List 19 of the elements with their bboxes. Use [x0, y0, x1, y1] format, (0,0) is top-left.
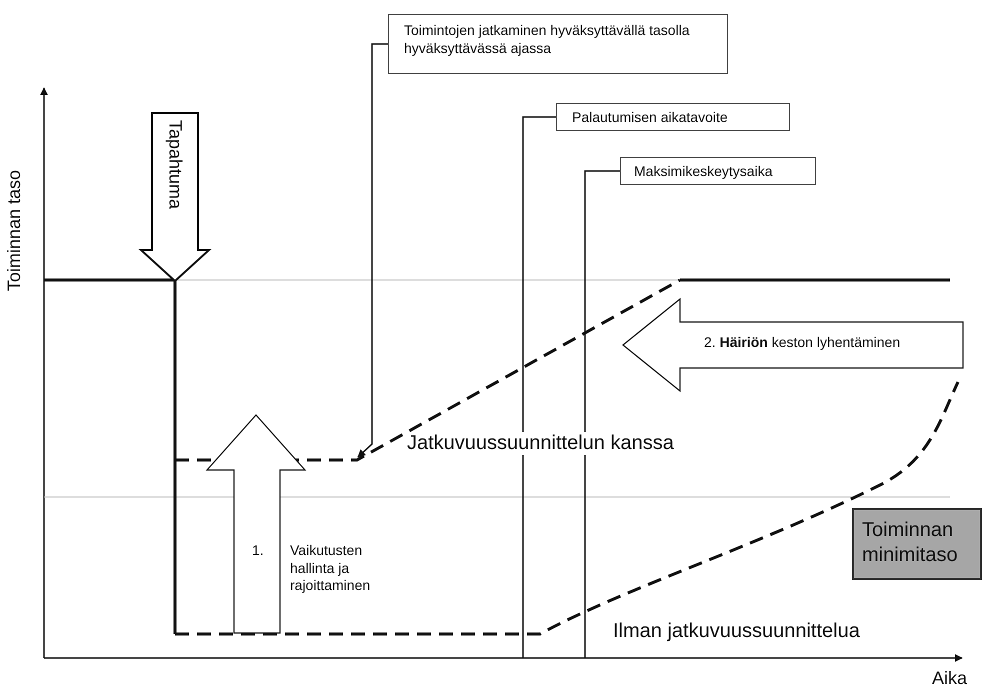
callout-box: [556, 103, 790, 131]
callout-box: [388, 14, 728, 74]
node-text: Maksimikeskeytysaika: [634, 163, 774, 180]
callout-box: [620, 157, 816, 185]
curve-label: Jatkuvuussuunnittelun kanssa: [405, 432, 676, 455]
axis-title: Toiminnan taso: [4, 170, 25, 292]
node-text: Vaikutusten hallinta ja rajoittaminen: [290, 542, 372, 594]
down-arrow: [140, 112, 210, 282]
node-text: 2. Häiriön keston lyhentäminen: [704, 334, 902, 352]
node-text: Toimintojen jatkaminen hyväksyttävällä tasolla hyväksyttävässä ajassa: [404, 22, 691, 57]
leader-line: [584, 170, 620, 658]
leader-line: [357, 43, 388, 458]
node-text: Tapahtuma: [164, 120, 187, 210]
node-text: Palautumisen aikatavoite: [572, 109, 729, 126]
node-text: Toiminnan minimitaso: [862, 518, 959, 568]
left-arrow: [622, 298, 964, 392]
node-text: 1.: [252, 542, 265, 560]
level-box: [852, 508, 982, 580]
leader-line: [522, 116, 556, 658]
